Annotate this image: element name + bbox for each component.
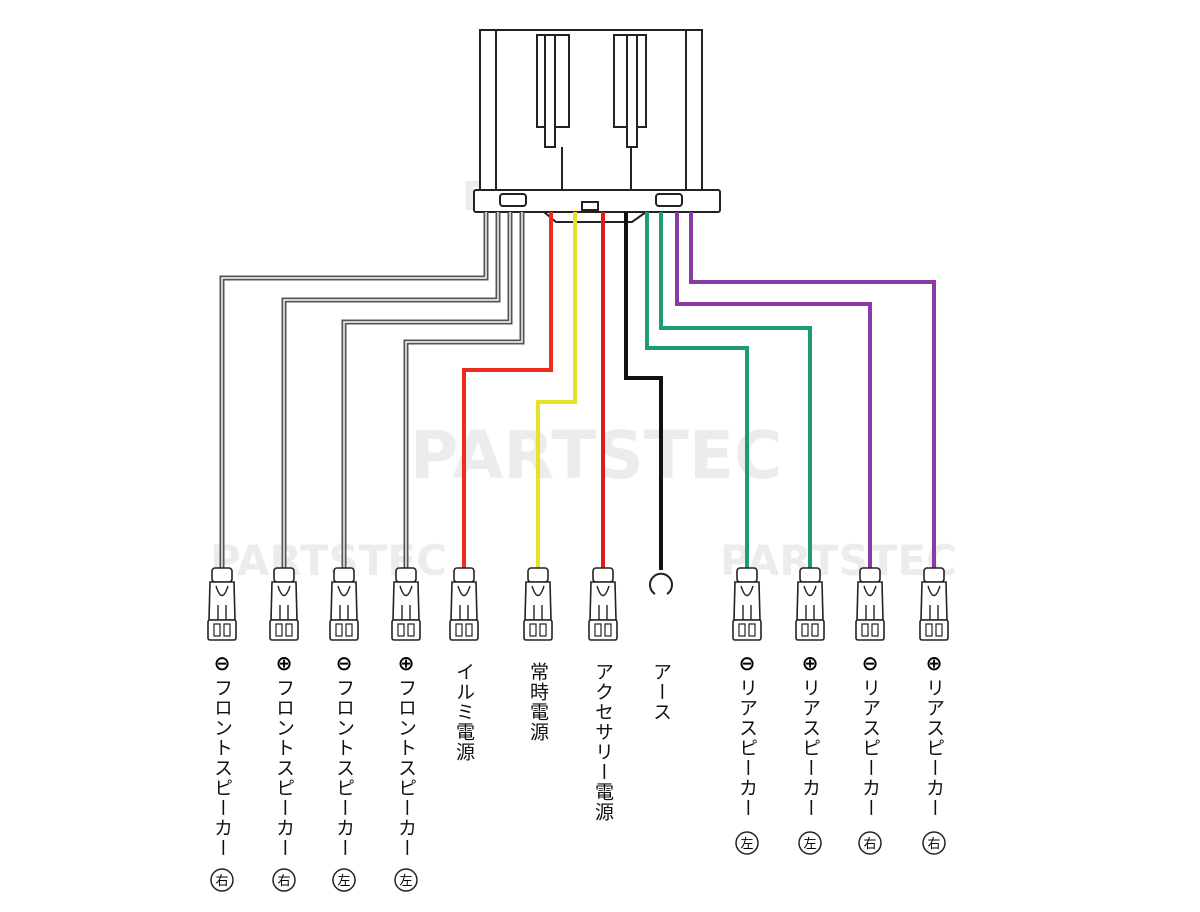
svg-text:右: 右 xyxy=(863,837,876,852)
svg-text:右: 右 xyxy=(215,874,228,889)
svg-text:左: 左 xyxy=(740,837,753,852)
wire-w1-core xyxy=(221,212,487,570)
svg-text:左: 左 xyxy=(337,874,350,889)
wire-label: リアスピーカー xyxy=(799,678,821,818)
watermark-center: PARTSTEC xyxy=(410,417,782,494)
side-badge: 左 xyxy=(394,868,418,892)
ground-ring-terminal-icon xyxy=(649,572,673,595)
wire-w1-outline xyxy=(219,212,489,570)
wire-label: リアスピーカー xyxy=(736,678,758,818)
wire-label: フロントスピーカー xyxy=(273,678,295,858)
wire-label: フロントスピーカー xyxy=(211,678,233,858)
spade-terminal-icon xyxy=(329,567,359,641)
wire-w2-core xyxy=(283,212,499,570)
spade-terminal-icon xyxy=(855,567,885,641)
svg-text:右: 右 xyxy=(277,874,290,889)
wire-w6 xyxy=(536,212,577,570)
spade-terminal-icon xyxy=(207,567,237,641)
spade-terminal-icon xyxy=(919,567,949,641)
spade-terminal-icon xyxy=(391,567,421,641)
wire-w12 xyxy=(689,212,936,570)
svg-text:左: 左 xyxy=(803,837,816,852)
wire-label: イルミ電源 xyxy=(453,662,475,762)
spade-terminal-icon xyxy=(449,567,479,641)
wire-label: 常時電源 xyxy=(527,662,549,742)
wire-w10 xyxy=(659,212,812,570)
wire-w8 xyxy=(624,212,663,570)
wire-label: アース xyxy=(650,662,672,722)
terminals xyxy=(207,567,949,641)
polarity-symbol: ⊖ xyxy=(214,651,231,675)
spade-terminal-icon xyxy=(523,567,553,641)
polarity-symbol: ⊖ xyxy=(862,651,879,675)
wire-w9 xyxy=(645,212,749,570)
side-badge: 右 xyxy=(922,831,946,855)
wires xyxy=(219,212,936,570)
svg-text:左: 左 xyxy=(399,874,412,889)
svg-text:右: 右 xyxy=(927,837,940,852)
wire-label: フロントスピーカー xyxy=(395,678,417,858)
wire-label: アクセサリー電源 xyxy=(592,662,614,822)
polarity-symbol: ⊕ xyxy=(926,651,943,675)
polarity-symbol: ⊖ xyxy=(739,651,756,675)
wire-w4-core xyxy=(405,212,523,570)
wire-label: リアスピーカー xyxy=(923,678,945,818)
spade-terminal-icon xyxy=(588,567,618,641)
wire-w3-core xyxy=(343,212,511,570)
spade-terminal-icon xyxy=(269,567,299,641)
polarity-symbol: ⊖ xyxy=(336,651,353,675)
wire-w5 xyxy=(462,212,553,570)
spade-terminal-icon xyxy=(795,567,825,641)
wire-label: リアスピーカー xyxy=(859,678,881,818)
polarity-symbol: ⊕ xyxy=(802,651,819,675)
wire-w11 xyxy=(675,212,872,570)
polarity-symbol: ⊕ xyxy=(276,651,293,675)
side-badge: 左 xyxy=(798,831,822,855)
side-badge: 右 xyxy=(210,868,234,892)
side-badge: 右 xyxy=(858,831,882,855)
spade-terminal-icon xyxy=(732,567,762,641)
side-badge: 左 xyxy=(735,831,759,855)
side-badge: 右 xyxy=(272,868,296,892)
polarity-symbol: ⊕ xyxy=(398,651,415,675)
watermark-right: PARTSTEC xyxy=(720,536,957,585)
side-badge: 左 xyxy=(332,868,356,892)
wire-label: フロントスピーカー xyxy=(333,678,355,858)
harness-connector xyxy=(473,29,721,223)
